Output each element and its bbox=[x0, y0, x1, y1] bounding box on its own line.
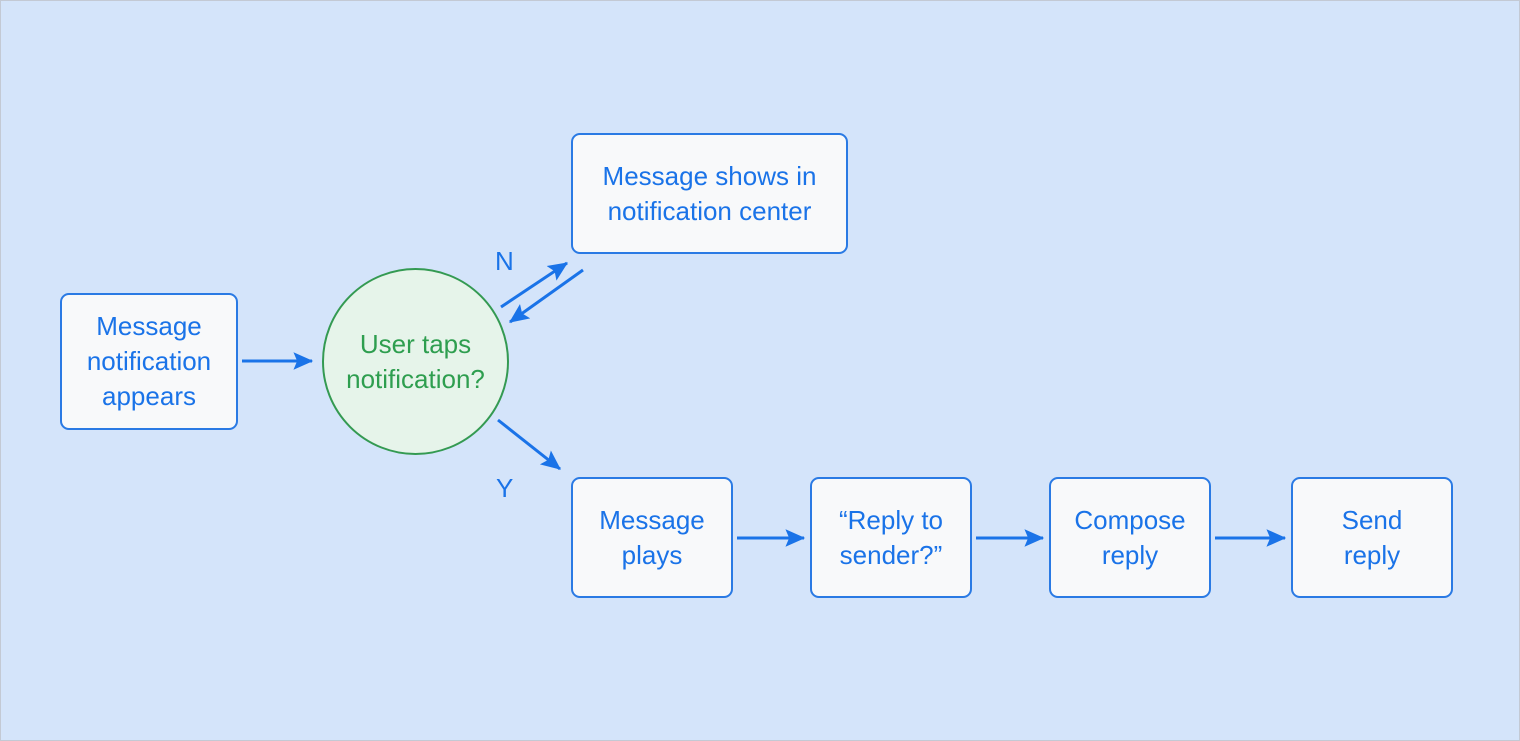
node-label: Message shows in notification center bbox=[602, 160, 817, 226]
node-label: Send reply bbox=[1341, 504, 1403, 570]
node-message-shows-in-notification-center[interactable]: Message shows in notification center bbox=[571, 133, 848, 254]
node-message-plays[interactable]: Message plays bbox=[571, 477, 733, 598]
edge-label-branch-no: N bbox=[495, 246, 514, 276]
node-send-reply[interactable]: Send reply bbox=[1291, 477, 1453, 598]
node-label: “Reply to sender?” bbox=[838, 504, 944, 570]
node-compose-reply[interactable]: Compose reply bbox=[1049, 477, 1211, 598]
node-label: Compose reply bbox=[1074, 504, 1186, 570]
edge-label-branch-yes: Y bbox=[496, 473, 514, 503]
edge-notification-center-to-decision bbox=[509, 268, 584, 324]
node-label: Message plays bbox=[599, 504, 705, 570]
node-label: User taps notification? bbox=[346, 328, 485, 394]
node-user-taps-notification[interactable]: User taps notification? bbox=[322, 268, 509, 455]
node-label: Message notification appears bbox=[86, 311, 212, 411]
node-message-notification-appears[interactable]: Message notification appears bbox=[60, 293, 238, 430]
edge-decision-to-message-plays bbox=[497, 418, 561, 471]
node-reply-to-sender[interactable]: “Reply to sender?” bbox=[810, 477, 972, 598]
